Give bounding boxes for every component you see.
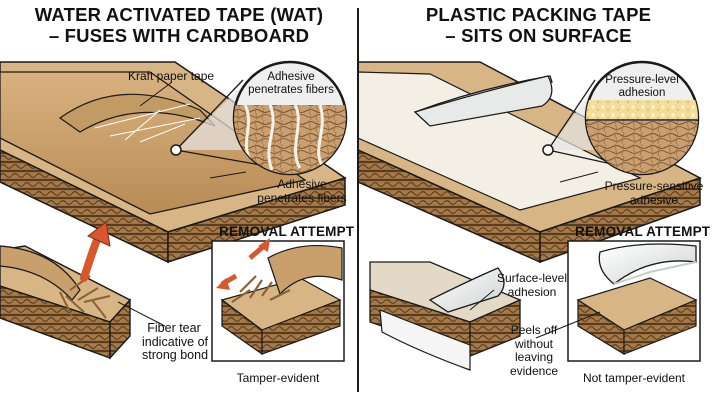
plastic-magnifier-label-line2: adhesion xyxy=(618,86,666,99)
plastic-leader-lines xyxy=(469,171,601,339)
peel-arrow xyxy=(80,221,111,282)
wat-removal-block xyxy=(0,245,132,360)
left-panel-title: WATER ACTIVATED TAPE (WAT) – FUSES WITH … xyxy=(0,4,358,46)
plastic-removal-block xyxy=(369,261,522,371)
peels-off-label: Peels off without leaving evidence xyxy=(506,323,562,378)
surface-adhesion-label: Surface-level adhesion xyxy=(490,271,574,299)
fiber-tear-line3: strong bond xyxy=(142,348,209,362)
wat-adhesive-label-line2: penetrates fibers xyxy=(257,190,347,205)
surface-adhesion-line1: Surface-level xyxy=(496,271,568,285)
wat-removal-heading: REMOVAL ATTEMPT xyxy=(219,224,355,239)
surface-adhesion-line2: adhesion xyxy=(507,284,557,299)
fiber-tear-line1: Fiber tear xyxy=(147,321,201,335)
plastic-removal-caption: Not tamper-evident xyxy=(582,371,686,385)
left-title-line1: WATER ACTIVATED TAPE (WAT) xyxy=(34,4,324,25)
wat-removal-caption: Tamper-evident xyxy=(236,371,320,385)
wat-magnifier-label-line2: penetrates fibers xyxy=(248,83,334,96)
plastic-packing-tape xyxy=(357,71,642,211)
peels-off-line2: without xyxy=(514,336,554,351)
wat-magnifier-label: Adhesive penetrates fibers xyxy=(248,71,334,96)
fiber-tear-line2: indicative of xyxy=(142,334,209,349)
wat-magnifier-label-line1: Adhesive xyxy=(267,71,315,83)
fiber-tear-label: Fiber tear indicative of strong bond xyxy=(142,321,209,363)
plastic-adhesive-label: Pressure-sensitive adhesive xyxy=(596,179,712,207)
peels-off-line4: evidence xyxy=(509,363,559,378)
wat-removal-inset xyxy=(211,238,345,362)
peels-off-line3: leaving xyxy=(514,350,554,364)
plastic-removal-inset xyxy=(567,240,701,362)
kraft-tape-label: Kraft paper tape xyxy=(128,69,215,83)
plastic-adhesive-label-line1: Pressure-sensitive xyxy=(604,179,704,193)
right-title-line1: PLASTIC PACKING TAPE xyxy=(425,4,652,25)
wat-leader-lines xyxy=(117,81,247,327)
plastic-removal-heading: REMOVAL ATTEMPT xyxy=(575,224,711,239)
panel-divider xyxy=(357,8,359,392)
left-title-line2: – FUSES WITH CARDBOARD xyxy=(48,25,310,46)
peels-off-line1: Peels off xyxy=(510,323,558,337)
plastic-magnifier xyxy=(542,60,700,176)
plastic-magnifier-label: Pressure-level adhesion xyxy=(598,74,686,99)
wat-adhesive-label-line1: Adhesive xyxy=(277,177,327,191)
wat-adhesive-label: Adhesive penetrates fibers xyxy=(252,177,352,205)
right-title-line2: – SITS ON SURFACE xyxy=(445,25,632,46)
right-panel-title: PLASTIC PACKING TAPE – SITS ON SURFACE xyxy=(360,4,717,46)
plastic-adhesive-label-line2: adhesive xyxy=(629,192,679,207)
plastic-magnifier-label-line1: Pressure-level xyxy=(605,74,679,86)
